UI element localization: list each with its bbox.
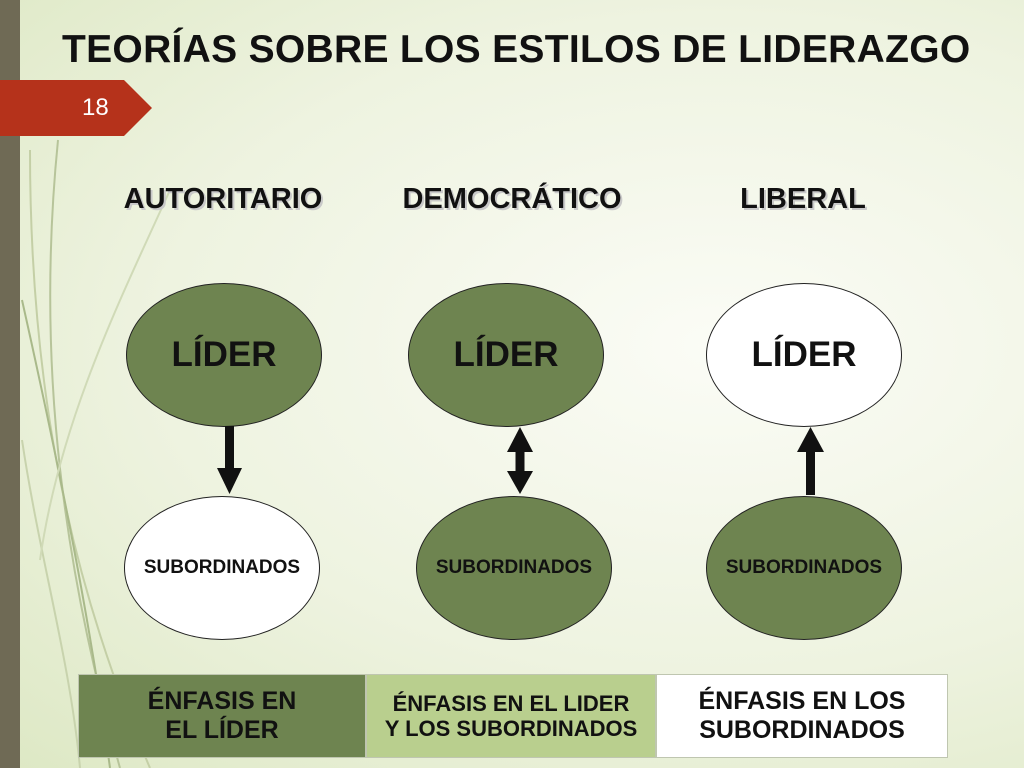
leader-label: LÍDER	[171, 335, 277, 374]
leader-label: LÍDER	[751, 335, 857, 374]
subordinates-label: SUBORDINADOS	[143, 557, 301, 578]
heading-democratico: DEMOCRÁTICO	[402, 183, 622, 215]
left-side-bar	[0, 0, 20, 768]
slide-number-tab: 18	[0, 80, 152, 136]
subordinates-label: SUBORDINADOS	[435, 557, 593, 578]
leader-ellipse-liberal: LÍDER	[706, 283, 902, 427]
emphasis-text: ÉNFASIS EN LOS SUBORDINADOS	[698, 687, 906, 744]
emphasis-cell-subordinates: ÉNFASIS EN LOS SUBORDINADOS	[656, 674, 948, 758]
subordinates-ellipse-liberal: SUBORDINADOS	[706, 496, 902, 640]
emphasis-table: ÉNFASIS EN EL LÍDER ÉNFASIS EN EL LIDER …	[78, 674, 948, 758]
leader-ellipse-autoritario: LÍDER	[126, 283, 322, 427]
slide-title: TEORÍAS SOBRE LOS ESTILOS DE LIDERAZGO	[62, 28, 971, 71]
slide-number: 18	[82, 94, 109, 121]
emphasis-cell-leader: ÉNFASIS EN EL LÍDER	[78, 674, 366, 758]
heading-autoritario: AUTORITARIO	[123, 183, 323, 215]
arrow-up-icon	[797, 427, 824, 495]
arrow-both-icon	[507, 427, 533, 494]
leader-label: LÍDER	[453, 335, 559, 374]
emphasis-text: ÉNFASIS EN EL LÍDER	[147, 687, 297, 744]
subordinates-ellipse-democratico: SUBORDINADOS	[416, 496, 612, 640]
subordinates-ellipse-autoritario: SUBORDINADOS	[124, 496, 320, 640]
emphasis-cell-both: ÉNFASIS EN EL LIDER Y LOS SUBORDINADOS	[366, 674, 656, 758]
emphasis-text: ÉNFASIS EN EL LIDER Y LOS SUBORDINADOS	[384, 690, 638, 741]
subordinates-label: SUBORDINADOS	[725, 557, 883, 578]
leader-ellipse-democratico: LÍDER	[408, 283, 604, 427]
heading-liberal: LIBERAL	[740, 183, 866, 215]
arrow-down-icon	[217, 426, 242, 494]
